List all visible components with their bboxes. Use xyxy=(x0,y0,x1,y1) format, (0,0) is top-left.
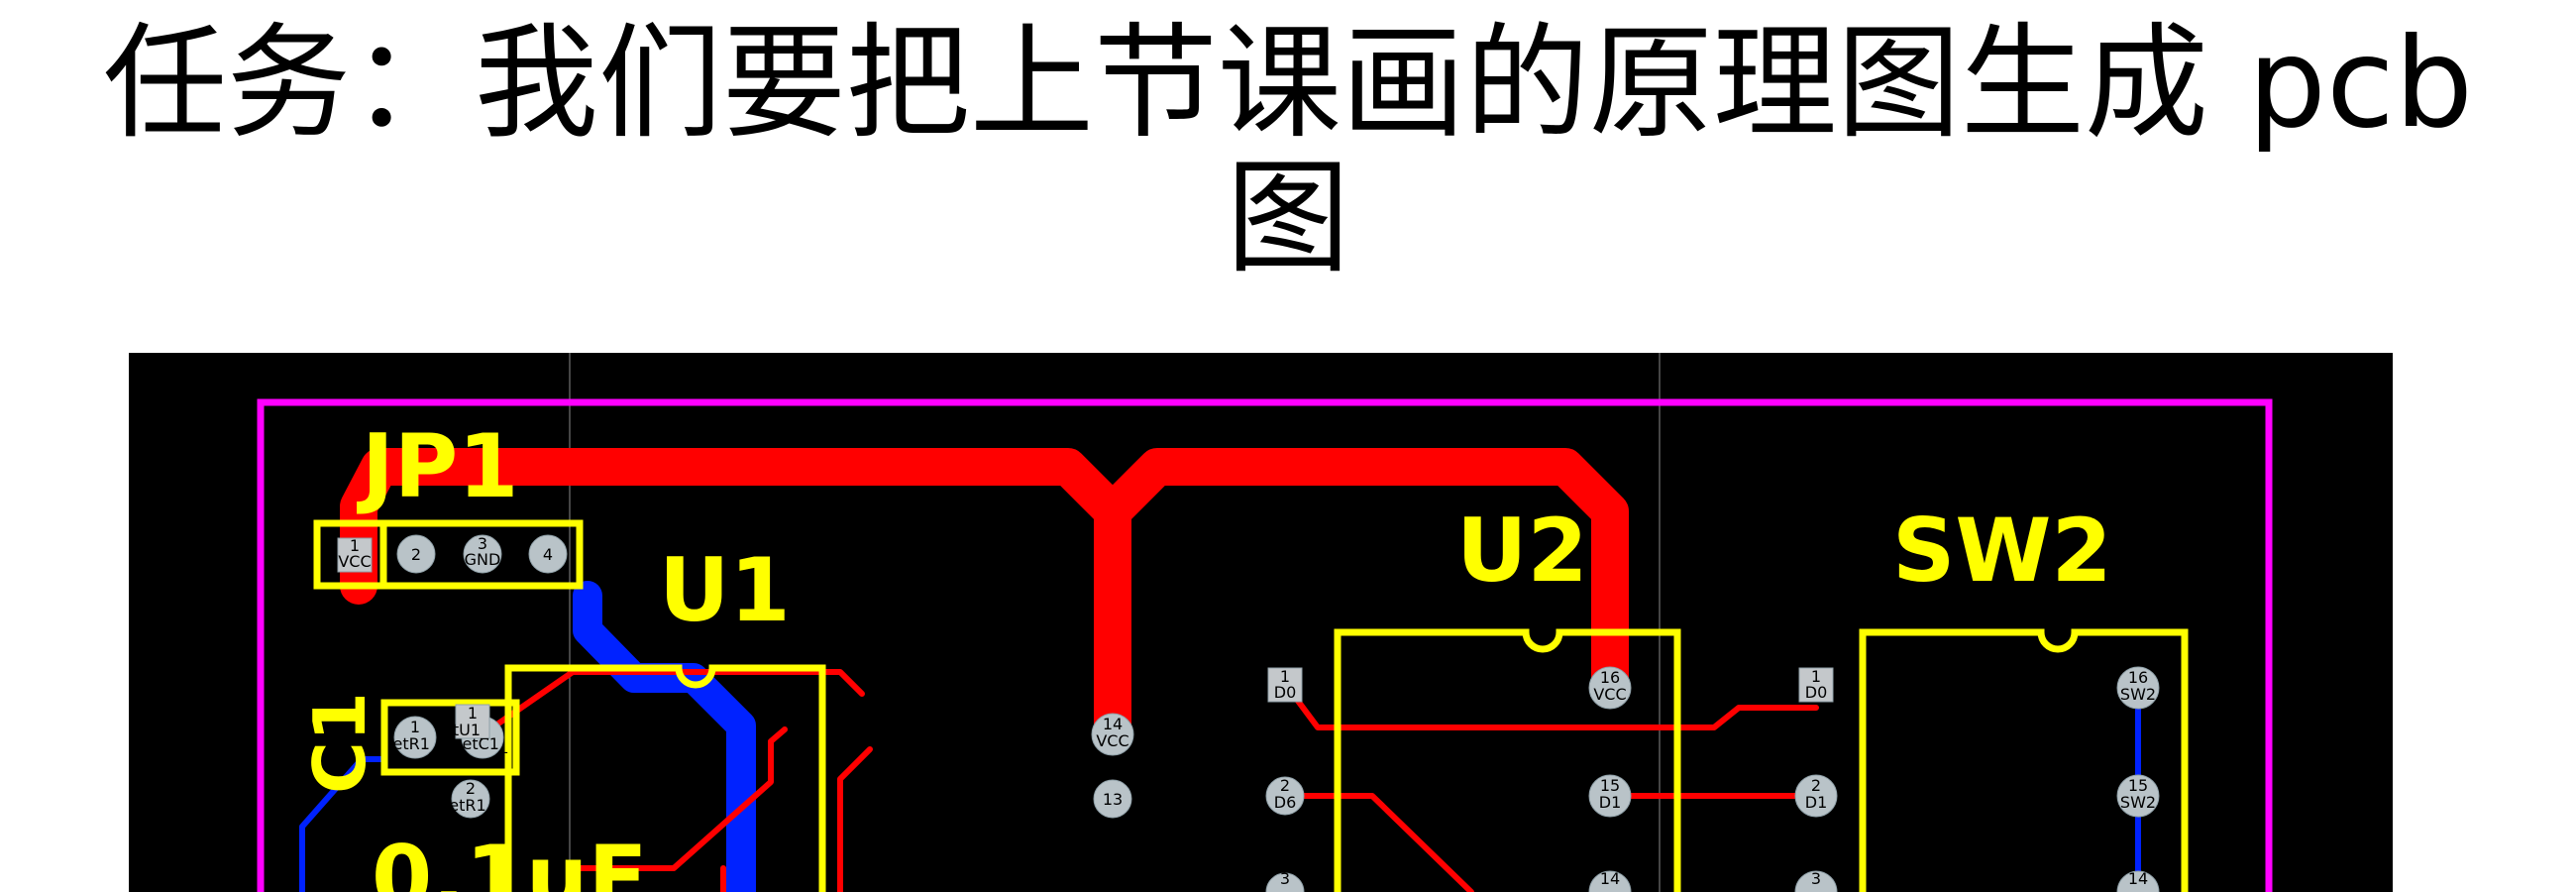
svg-text:letR1_: letR1_ xyxy=(388,734,439,754)
top-track-r1 xyxy=(473,669,865,742)
u2-pad-16[interactable]: 16 VCC xyxy=(1588,666,1632,710)
svg-text:14: 14 xyxy=(2128,869,2148,888)
sw2-pad-15[interactable]: 15 SW2 xyxy=(2116,774,2160,818)
top-track-vcc-main xyxy=(340,448,1131,748)
u2-designator: U2 xyxy=(1456,500,1588,602)
c1-pad-1[interactable]: 1 letR1_ xyxy=(388,716,439,759)
svg-text:SW2: SW2 xyxy=(2120,685,2156,704)
svg-text:D0: D0 xyxy=(1805,683,1828,702)
svg-text:GND: GND xyxy=(465,550,501,569)
svg-text:D0: D0 xyxy=(1274,683,1297,702)
svg-text:D1: D1 xyxy=(1805,793,1828,812)
svg-text:3: 3 xyxy=(478,534,487,553)
sw2-pad-2[interactable]: 2 D1 xyxy=(1794,774,1838,818)
jp1-designator: JP1 xyxy=(357,415,518,517)
svg-text:VCC: VCC xyxy=(1096,731,1128,750)
svg-text:2: 2 xyxy=(411,545,421,564)
svg-text:2: 2 xyxy=(1280,776,1290,795)
slide-title-line-2: 图 xyxy=(1226,147,1350,290)
sw2-designator: SW2 xyxy=(1892,500,2112,602)
svg-text:letC1_: letC1_ xyxy=(458,734,508,754)
jp1-pad-1[interactable]: 1 VCC xyxy=(337,536,373,573)
u1-pad-1[interactable]: 1 etU1_ xyxy=(443,704,490,740)
svg-text:16: 16 xyxy=(2128,668,2148,687)
svg-text:13: 13 xyxy=(1103,790,1123,809)
u1-designator: U1 xyxy=(659,539,791,641)
svg-text:1: 1 xyxy=(1811,667,1821,686)
svg-text:etR1: etR1 xyxy=(449,796,485,815)
jp1-pad-3[interactable]: 3 GND xyxy=(463,534,502,574)
svg-text:1: 1 xyxy=(410,718,420,736)
sw2-pad-16[interactable]: 16 SW2 xyxy=(2116,666,2160,710)
top-track-d0 xyxy=(1283,682,1819,730)
u2-pad-2[interactable]: 2 D6 xyxy=(1265,776,1305,816)
u2-pad-14[interactable]: 14 xyxy=(1588,869,1632,892)
sw2-pad-14[interactable]: 14 xyxy=(2116,869,2160,892)
svg-text:VCC: VCC xyxy=(1593,685,1626,704)
svg-text:2: 2 xyxy=(1811,776,1821,795)
board-outline xyxy=(257,398,2273,892)
pcb-canvas[interactable]: JP1 U1 U2 SW2 C1 0.1uF 1 VCC 2 3 GND xyxy=(129,353,2393,892)
svg-text:14: 14 xyxy=(1600,869,1620,888)
top-track-u1-left xyxy=(837,746,873,892)
c1-outline xyxy=(380,699,520,776)
u2-pad-1[interactable]: 1 D0 xyxy=(1267,667,1303,703)
bottom-track-gnd xyxy=(573,581,756,892)
svg-text:3: 3 xyxy=(1280,869,1290,888)
sw2-pad-3[interactable]: 3 xyxy=(1794,869,1838,892)
pcb-layout-view[interactable]: JP1 U1 U2 SW2 C1 0.1uF 1 VCC 2 3 GND xyxy=(129,353,2393,892)
svg-text:etU1_: etU1_ xyxy=(443,721,489,740)
svg-text:D1: D1 xyxy=(1599,793,1622,812)
svg-text:3: 3 xyxy=(1811,869,1821,888)
svg-text:VCC: VCC xyxy=(338,552,371,571)
jp1-pad-2[interactable]: 2 xyxy=(396,534,436,574)
jp1-outline xyxy=(313,519,584,590)
svg-text:1: 1 xyxy=(350,536,360,555)
bottom-track-c1 xyxy=(299,756,384,892)
svg-text:15: 15 xyxy=(1600,776,1620,795)
u2-pad-3[interactable]: 3 xyxy=(1265,869,1305,892)
c1-value-label: 0.1uF xyxy=(372,827,648,892)
u2-outline xyxy=(1334,628,1681,892)
u2-pad-15[interactable]: 15 D1 xyxy=(1588,774,1632,818)
top-track-etu1 xyxy=(570,726,788,871)
jp1-pad-4[interactable]: 4 xyxy=(528,534,568,574)
svg-text:SW2: SW2 xyxy=(2120,793,2156,812)
u1-pad-13[interactable]: 13 xyxy=(1093,779,1132,819)
top-track-vcc-branch xyxy=(1094,448,1629,707)
c1-designator: C1 xyxy=(298,692,381,794)
sw2-pad-1[interactable]: 1 D0 xyxy=(1798,667,1834,703)
svg-text:2: 2 xyxy=(466,779,476,798)
u1-pad-2[interactable]: 2 etR1 xyxy=(449,779,490,819)
svg-text:14: 14 xyxy=(1103,715,1123,733)
svg-text:4: 4 xyxy=(543,545,553,564)
u1-pad-14[interactable]: 14 VCC xyxy=(1091,713,1134,756)
top-track-d6 xyxy=(1283,793,1474,892)
sw2-outline xyxy=(1859,628,2189,892)
svg-text:16: 16 xyxy=(1600,668,1620,687)
u1-outline xyxy=(504,664,826,892)
svg-text:15: 15 xyxy=(2128,776,2148,795)
svg-text:1: 1 xyxy=(1280,667,1290,686)
svg-text:1: 1 xyxy=(468,704,478,723)
slide-title-line-1: 任务：我们要把上节课画的原理图生成 pcb xyxy=(102,12,2474,156)
svg-text:D6: D6 xyxy=(1274,793,1297,812)
